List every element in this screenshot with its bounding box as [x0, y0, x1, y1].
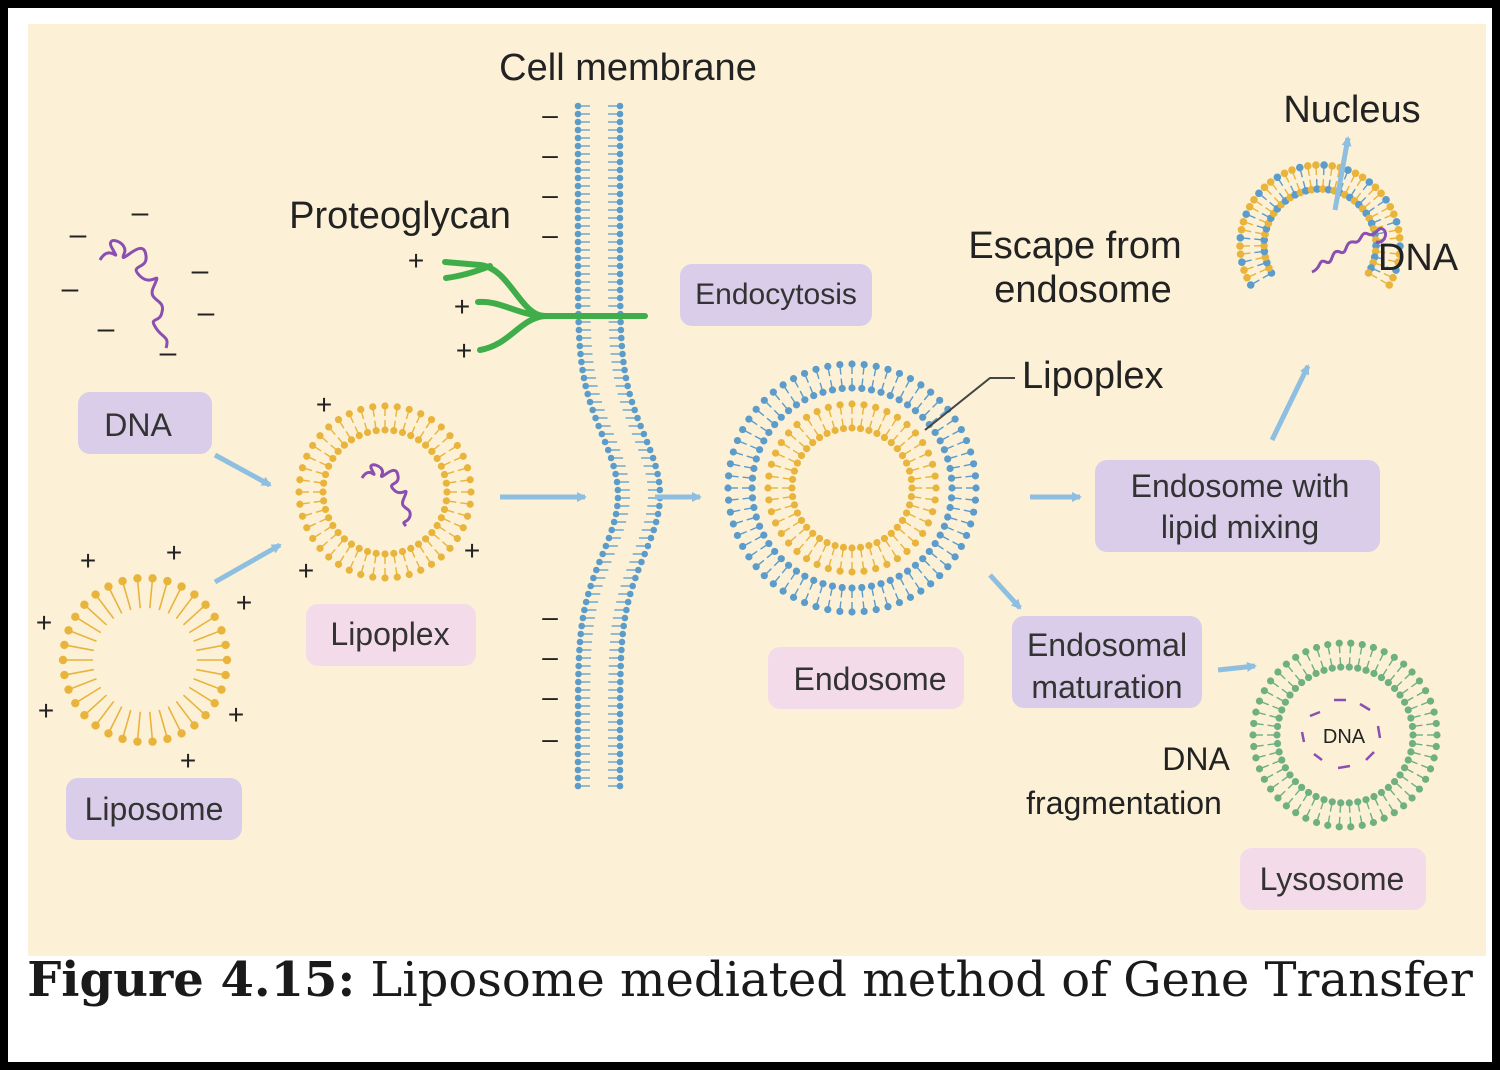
svg-text:+: + [464, 535, 480, 566]
svg-text:–: – [542, 139, 558, 170]
liposome-diagram: Cell membrane Proteoglycan DNA Liposome … [36, 47, 1459, 910]
liposome-positive-charges: + + + + + + + [36, 537, 252, 776]
svg-text:+: + [454, 291, 470, 322]
endosome-lipoplex-membrane [764, 400, 940, 576]
dna-fragments [1300, 698, 1382, 770]
svg-text:–: – [132, 196, 149, 229]
cell-membrane-label: Cell membrane [499, 47, 757, 89]
svg-text:+: + [180, 745, 196, 776]
svg-text:–: – [542, 601, 558, 632]
svg-text:+: + [38, 695, 54, 726]
nucleus-label: Nucleus [1283, 89, 1420, 131]
lipoplex-label: Lipoplex [330, 616, 449, 652]
endosomal-maturation-label-line1: Endosomal [1027, 627, 1187, 663]
svg-text:+: + [456, 335, 472, 366]
svg-text:–: – [198, 296, 215, 329]
svg-text:–: – [542, 641, 558, 672]
svg-text:+: + [36, 607, 52, 638]
liposome-vesicle [58, 574, 232, 746]
lipoplex-label-box [306, 604, 476, 666]
figure-number: Figure 4.15: [27, 952, 356, 1008]
svg-text:+: + [228, 699, 244, 730]
nucleus-dna-strand [1311, 227, 1388, 274]
proteoglycan-shape [442, 259, 648, 353]
escape-label-line2: endosome [994, 269, 1171, 311]
endosome-mixing-label-line2: lipid mixing [1161, 509, 1319, 545]
cell-membrane-bilayer [574, 102, 664, 790]
svg-text:+: + [298, 555, 314, 586]
svg-text:–: – [98, 312, 115, 345]
svg-text:–: – [542, 681, 558, 712]
endosome-outer-membrane [724, 360, 980, 616]
lysosome-vesicle [1249, 639, 1441, 831]
membrane-negative-charges: – – – – – – – – [542, 99, 558, 754]
svg-text:–: – [542, 99, 558, 130]
dna-label: DNA [104, 407, 172, 443]
dna-fragmentation-label-line1: DNA [1162, 741, 1230, 777]
svg-text:–: – [542, 723, 558, 754]
svg-text:–: – [542, 219, 558, 250]
figure-caption: Figure 4.15: Liposome mediated method of… [0, 952, 1500, 1008]
endosome-label: Endosome [794, 661, 947, 697]
svg-text:–: – [70, 218, 87, 251]
dna-fragmentation-label-line2: fragmentation [1026, 785, 1222, 821]
lipoplex-callout-label: Lipoplex [1022, 355, 1164, 397]
endosomal-maturation-label-box [1012, 616, 1202, 708]
liposome-label: Liposome [85, 791, 224, 827]
nucleus-dna-label: DNA [1378, 237, 1459, 279]
endosome-mixing-label-box [1095, 460, 1380, 552]
lysosome-label: Lysosome [1260, 861, 1405, 897]
endocytosis-label: Endocytosis [695, 278, 857, 311]
svg-text:+: + [236, 587, 252, 618]
lipoplex-positive-charges: + + + [298, 389, 480, 586]
dna-label-box [78, 392, 212, 454]
liposome-label-box [66, 778, 242, 840]
lipoplex-dna-strand [360, 463, 412, 528]
svg-text:–: – [160, 336, 177, 369]
proteoglycan-label: Proteoglycan [289, 195, 511, 237]
lipoplex-vesicle [295, 402, 475, 582]
endosomal-maturation-label-line2: maturation [1031, 669, 1182, 705]
escape-label-line1: Escape from [968, 225, 1181, 267]
escaping-lipid-arc [1236, 161, 1404, 289]
lipoplex-callout-line [924, 377, 1015, 431]
lysosome-dna-label: DNA [1323, 726, 1366, 748]
proteoglycan-positive-charges: + + + [408, 245, 472, 366]
svg-text:+: + [316, 389, 332, 420]
flow-arrows [213, 136, 1352, 673]
svg-text:–: – [192, 254, 209, 287]
dna-strand [98, 239, 169, 349]
svg-text:+: + [408, 245, 424, 276]
endocytosis-label-box [680, 264, 872, 326]
svg-text:+: + [80, 545, 96, 576]
figure-title: Liposome mediated method of Gene Transfe… [370, 952, 1473, 1008]
endosome-mixing-label-line1: Endosome with [1131, 468, 1350, 504]
svg-text:+: + [166, 537, 182, 568]
lysosome-label-box [1240, 848, 1426, 910]
endosome-label-box [768, 647, 964, 709]
svg-text:–: – [542, 179, 558, 210]
dna-negative-charges: – – – – – – – [62, 196, 215, 369]
svg-text:–: – [62, 272, 79, 305]
